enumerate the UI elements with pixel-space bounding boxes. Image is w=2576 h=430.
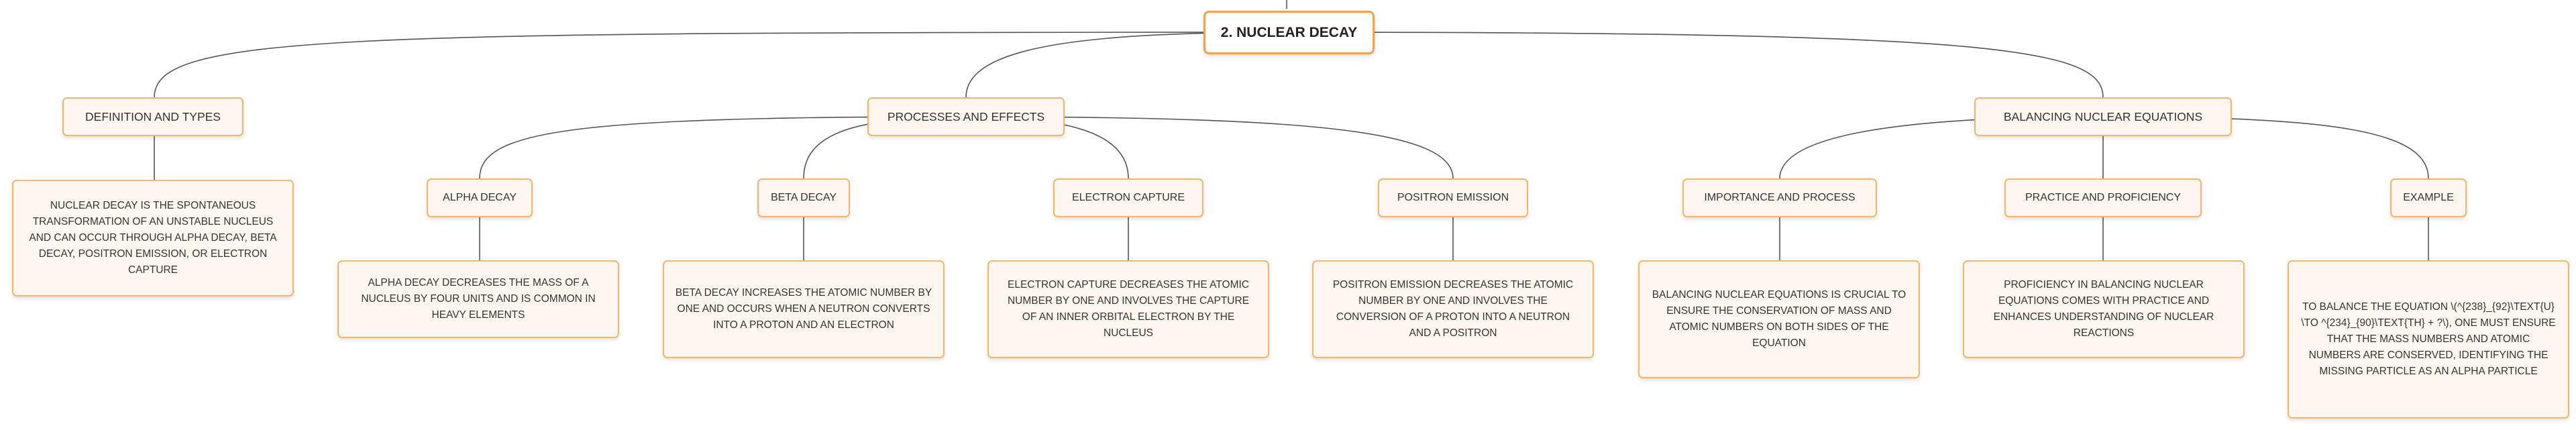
leaf-electron-capture: ELECTRON CAPTURE DECREASES THE ATOMIC NU… [987,260,1269,358]
leaf-practice-and-proficiency-text: PROFICIENCY IN BALANCING NUCLEAR EQUATIO… [1993,278,2214,339]
node-balancing-nuclear-equations[interactable]: BALANCING NUCLEAR EQUATIONS [1974,97,2232,136]
node-beta-decay[interactable]: BETA DECAY [757,178,850,217]
leaf-beta-decay: BETA DECAY INCREASES THE ATOMIC NUMBER B… [663,260,945,358]
node-alpha-decay-label: ALPHA DECAY [443,192,517,203]
connector-root-to-balancing [1287,32,2104,98]
leaf-importance-and-process-text: BALANCING NUCLEAR EQUATIONS IS CRUCIAL T… [1652,288,1907,350]
leaf-definition-text: NUCLEAR DECAY IS THE SPONTANEOUS TRANSFO… [29,199,277,276]
root-node[interactable]: 2. NUCLEAR DECAY [1203,11,1375,54]
node-practice-and-proficiency[interactable]: PRACTICE AND PROFICIENCY [2004,178,2202,217]
leaf-alpha-decay-text: ALPHA DECAY DECREASES THE MASS OF A NUCL… [361,276,596,321]
leaf-alpha-decay: ALPHA DECAY DECREASES THE MASS OF A NUCL… [337,260,619,338]
node-definition-and-types-label: DEFINITION AND TYPES [85,109,221,123]
connector-processes-to-positron [965,116,1454,179]
leaf-example: TO BALANCE THE EQUATION \(^{238}_{92}\TE… [2288,260,2569,419]
connector-root-to-definition [154,32,1289,98]
node-balancing-nuclear-equations-label: BALANCING NUCLEAR EQUATIONS [2003,109,2203,123]
leaf-practice-and-proficiency: PROFICIENCY IN BALANCING NUCLEAR EQUATIO… [1963,260,2245,358]
leaf-positron-emission-text: POSITRON EMISSION DECREASES THE ATOMIC N… [1332,278,1574,339]
node-example-label: EXAMPLE [2403,192,2454,203]
node-positron-emission[interactable]: POSITRON EMISSION [1378,178,1528,217]
node-importance-and-process-label: IMPORTANCE AND PROCESS [1704,192,1856,203]
node-definition-and-types[interactable]: DEFINITION AND TYPES [62,97,244,136]
root-node-label: 2. NUCLEAR DECAY [1220,24,1358,40]
node-practice-and-proficiency-label: PRACTICE AND PROFICIENCY [2025,192,2182,203]
leaf-positron-emission: POSITRON EMISSION DECREASES THE ATOMIC N… [1312,260,1594,358]
node-processes-and-effects[interactable]: PROCESSES AND EFFECTS [867,97,1065,136]
connector-processes-to-alpha [479,116,967,179]
node-electron-capture[interactable]: ELECTRON CAPTURE [1053,178,1203,217]
node-beta-decay-label: BETA DECAY [770,192,837,203]
node-example[interactable]: EXAMPLE [2390,178,2467,217]
node-processes-and-effects-label: PROCESSES AND EFFECTS [887,109,1045,123]
node-electron-capture-label: ELECTRON CAPTURE [1071,192,1185,203]
leaf-beta-decay-text: BETA DECAY INCREASES THE ATOMIC NUMBER B… [675,286,932,331]
leaf-importance-and-process: BALANCING NUCLEAR EQUATIONS IS CRUCIAL T… [1638,260,1920,378]
node-positron-emission-label: POSITRON EMISSION [1397,192,1509,203]
leaf-definition: NUCLEAR DECAY IS THE SPONTANEOUS TRANSFO… [12,180,294,297]
leaf-electron-capture-text: ELECTRON CAPTURE DECREASES THE ATOMIC NU… [1007,278,1250,339]
node-importance-and-process[interactable]: IMPORTANCE AND PROCESS [1682,178,1877,217]
node-alpha-decay[interactable]: ALPHA DECAY [427,178,533,217]
leaf-example-text: TO BALANCE THE EQUATION \(^{238}_{92}\TE… [2301,301,2556,378]
